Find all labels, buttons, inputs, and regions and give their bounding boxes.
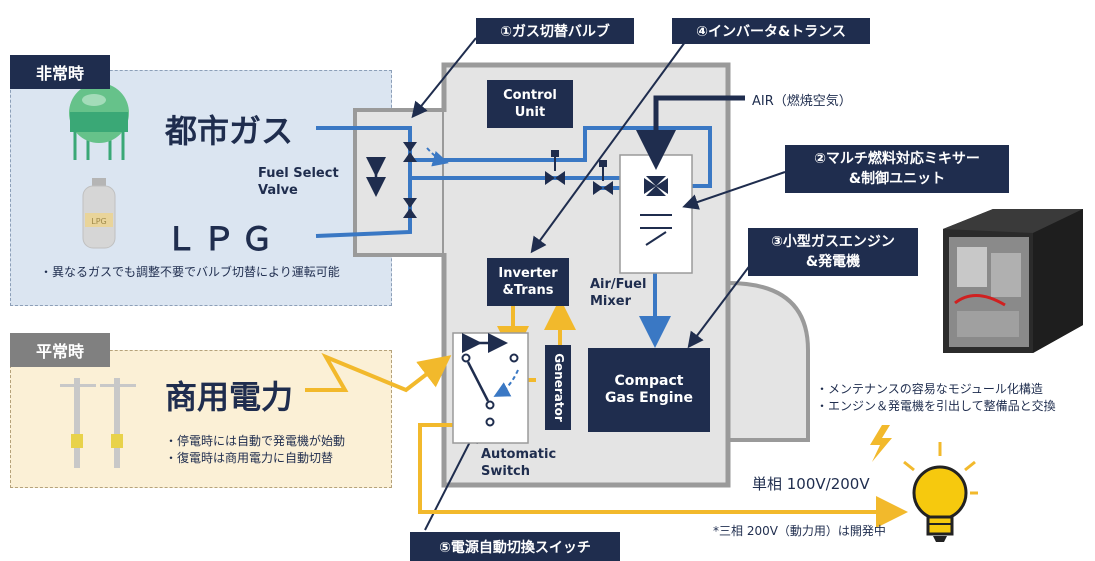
callout-auto-switch: ⑤電源自動切換スイッチ (410, 532, 620, 561)
auto-switch-label: Automatic Switch (481, 447, 557, 479)
utility-pole-icon (60, 378, 136, 468)
callout-gas-valve: ①ガス切替バルブ (476, 18, 634, 44)
product-note-1: ・メンテナンスの容易なモジュール化構造 (816, 382, 1043, 396)
emergency-tag: 非常時 (10, 55, 110, 89)
city-gas-label: 都市ガス (165, 112, 294, 150)
lightning-icon (870, 425, 892, 462)
normal-panel (10, 350, 392, 488)
valve-icon (403, 142, 613, 218)
fuel-select-valve-label: Fuel Select Valve (258, 166, 339, 198)
engine-box: Compact Gas Engine (588, 348, 710, 432)
product-note-2: ・エンジン＆発電機を引出して整備品と交換 (816, 399, 1056, 413)
air-label: AIR（燃焼空気） (752, 94, 852, 109)
normal-note-2: ・復電時は商用電力に自動切替 (165, 451, 334, 465)
callout-mixer: ②マルチ燃料対応ミキサー &制御ユニット (785, 145, 1009, 193)
normal-tag: 平常時 (10, 333, 110, 367)
commercial-power-label: 商用電力 (165, 378, 294, 416)
generator-box: Generator (545, 345, 571, 430)
light-bulb-icon (903, 442, 978, 542)
mixer-label: Air/Fuel Mixer (590, 277, 647, 309)
output-footnote: *三相 200V（動力用）は開発中 (713, 524, 886, 538)
callout-inverter: ④インバータ&トランス (672, 18, 870, 44)
gas-tank-icon (69, 83, 129, 160)
control-unit-box: Control Unit (487, 80, 573, 128)
lpg-cylinder-icon: LPG (82, 178, 116, 249)
inverter-box: Inverter &Trans (487, 258, 569, 306)
generator-label: Generator (551, 353, 566, 422)
output-voltage: 単相 100V/200V (752, 475, 870, 493)
product-photo (935, 207, 1085, 357)
switch-icon (461, 333, 519, 427)
lpg-label: ＬＰＧ (165, 220, 280, 258)
normal-note-1: ・停電時には自動で発電機が始動 (165, 434, 346, 448)
fan-icon (644, 176, 668, 196)
svg-text:LPG: LPG (91, 217, 106, 226)
emergency-note: ・異なるガスでも調整不要でバルブ切替により運転可能 (40, 265, 340, 279)
callout-engine: ③小型ガスエンジン &発電機 (748, 228, 918, 276)
